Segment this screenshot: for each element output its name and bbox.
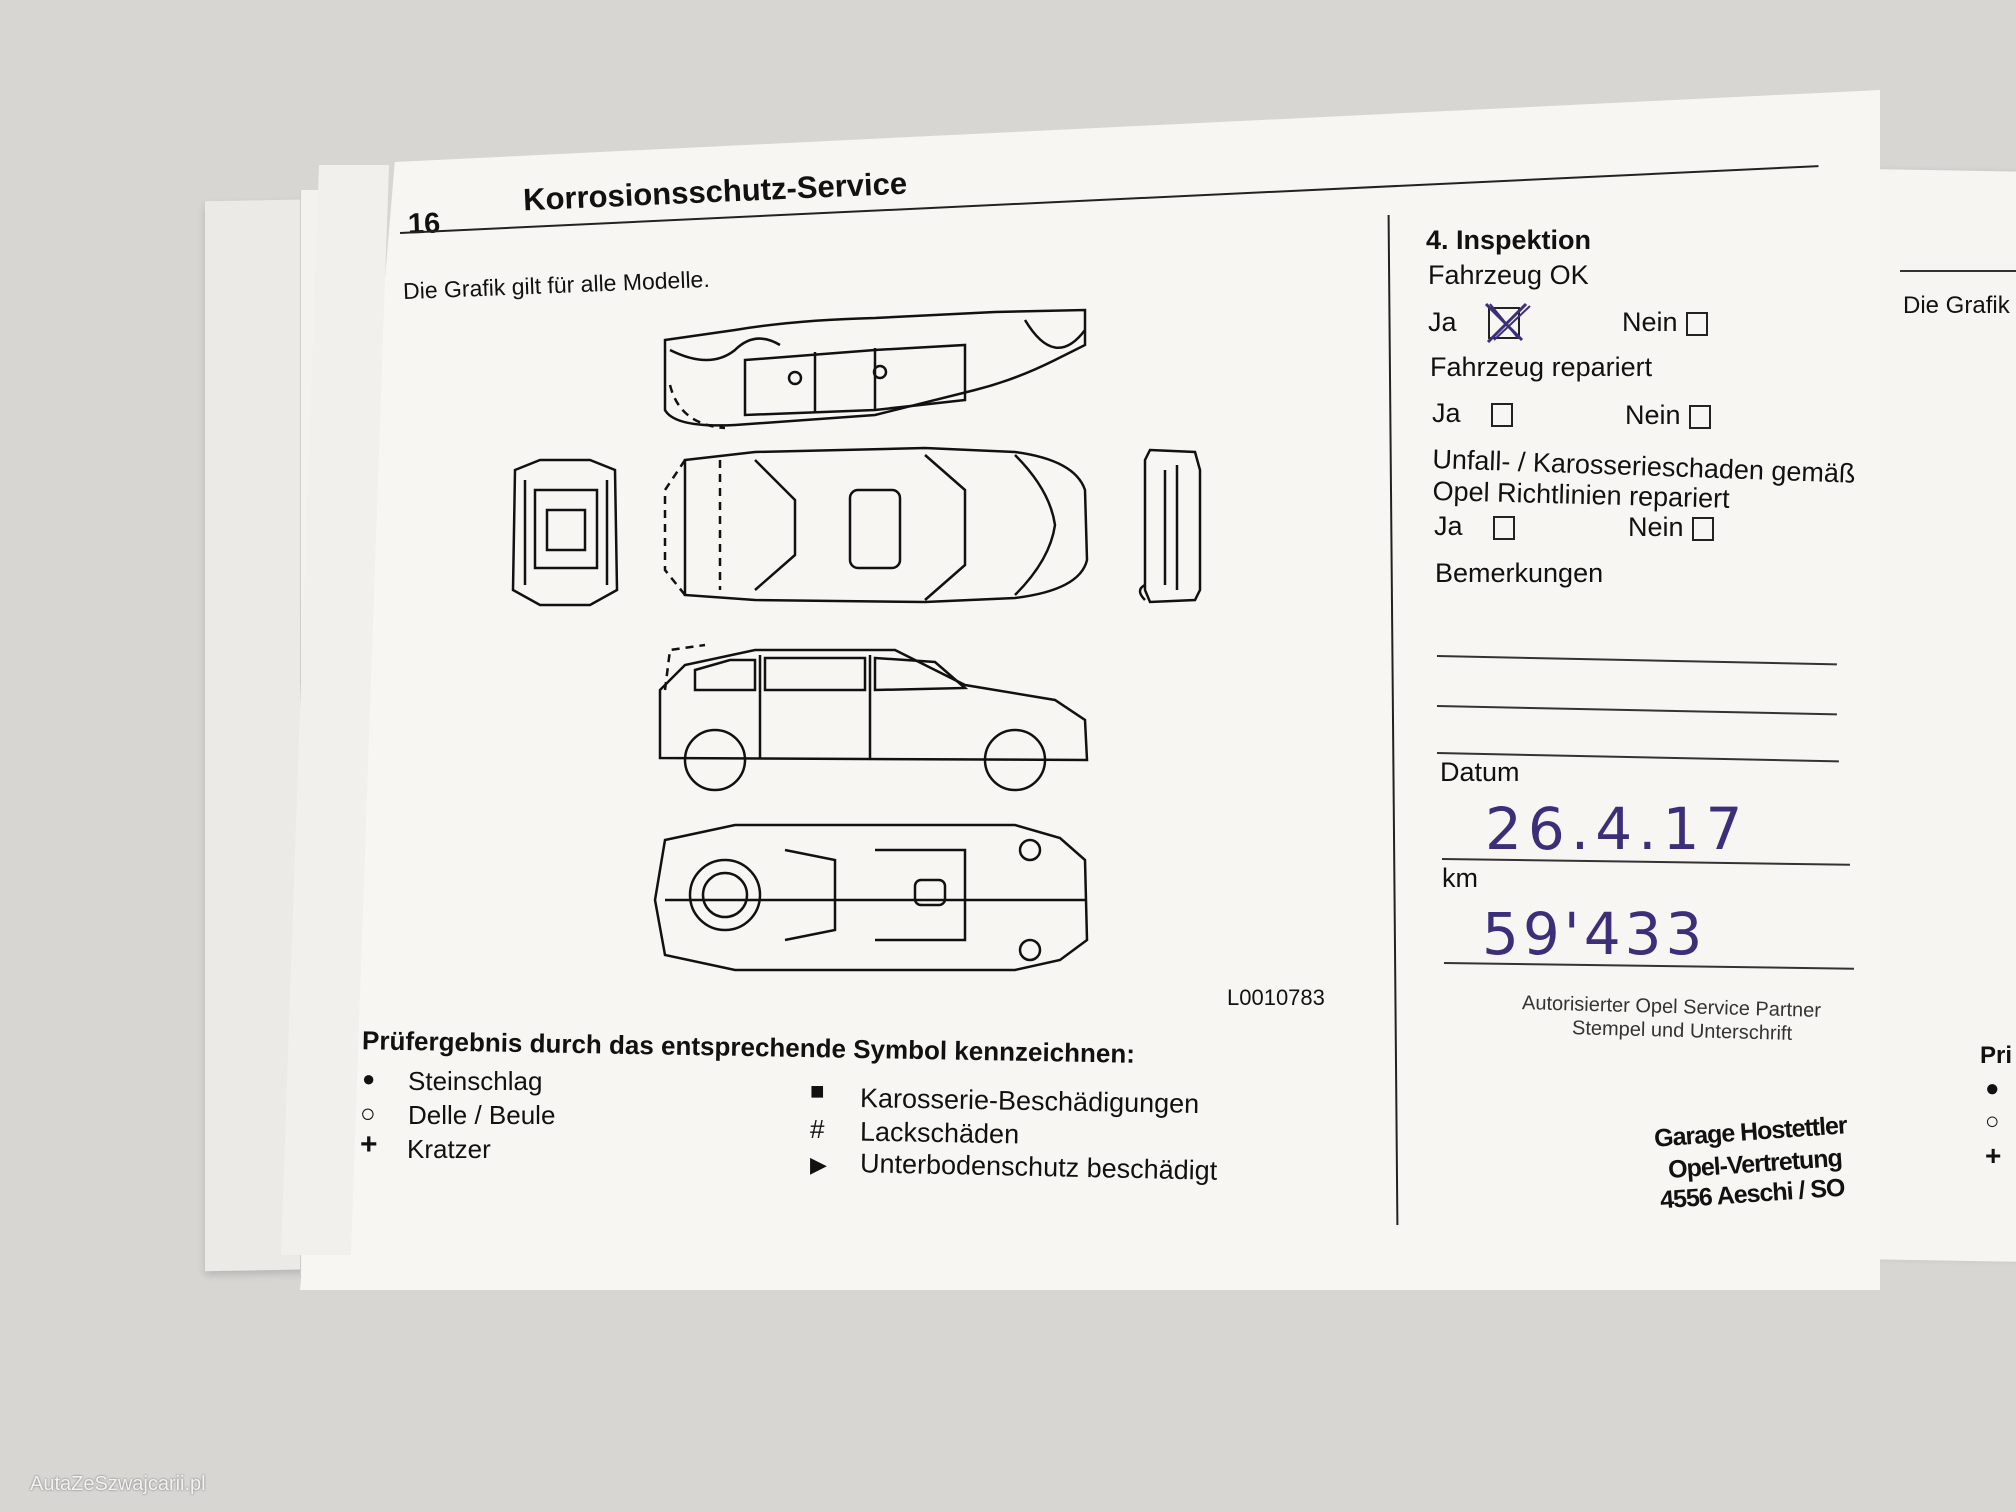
vehicle-ok-yes-label: Ja: [1428, 307, 1457, 337]
km-value[interactable]: 59'433: [1482, 900, 1707, 968]
vehicle-ok-yes-check-mark: [1484, 302, 1531, 344]
car-profile-view: [658, 643, 1089, 792]
date-value[interactable]: 26.4.17: [1485, 795, 1749, 863]
legend-symbol-karosserie: ■: [810, 1078, 825, 1105]
legend-symbol-steinschlag: ●: [362, 1066, 376, 1091]
vehicle-ok-label: Fahrzeug OK: [1428, 260, 1589, 290]
right-page-rule: [1900, 270, 2016, 272]
legend-symbol-kratzer: +: [360, 1128, 378, 1161]
car-rear-view: [1138, 448, 1202, 604]
vehicle-ok-no-checkbox[interactable]: [1685, 311, 1708, 336]
vehicle-repaired-label: Fahrzeug repariert: [1430, 352, 1653, 382]
legend-label-delle: Delle / Beule: [408, 1100, 556, 1130]
car-damage-diagram: [511, 308, 1202, 972]
vehicle-repaired-yes-checkbox[interactable]: [1490, 402, 1513, 427]
inspection-heading: 4. Inspektion: [1426, 225, 1592, 255]
legend-symbol-delle: ○: [360, 1098, 376, 1128]
vehicle-repaired-no-checkbox[interactable]: [1688, 404, 1711, 429]
vehicle-repaired-yes-label: Ja: [1432, 398, 1513, 429]
vehicle-repaired-no-label: Nein: [1625, 400, 1711, 431]
km-label: km: [1442, 863, 1478, 893]
legend-label-lack: Lackschäden: [859, 1116, 1020, 1150]
right-page-note: Die Grafik: [1903, 292, 2010, 319]
right-page-symbol-dot: ●: [1985, 1075, 2000, 1102]
car-underbody-view: [653, 823, 1089, 972]
accident-no-checkbox[interactable]: [1691, 516, 1714, 541]
right-page-heading: Pri: [1980, 1042, 2013, 1069]
remarks-label: Bemerkungen: [1435, 558, 1604, 588]
car-top-view-upper: [663, 308, 1087, 430]
car-side-view-top: [663, 446, 1089, 604]
accident-yes-label: Ja: [1434, 511, 1515, 542]
legend-label-steinschlag: Steinschlag: [408, 1066, 543, 1096]
legend-symbol-lack: #: [810, 1114, 825, 1144]
accident-no-label: Nein: [1628, 512, 1714, 543]
date-label: Datum: [1440, 757, 1520, 787]
vehicle-ok-yes-checkbox[interactable]: [1488, 307, 1520, 339]
legend-label-karosserie: Karosserie-Beschädigungen: [859, 1083, 1200, 1119]
vehicle-ok-no-label: Nein: [1622, 307, 1708, 338]
right-page-symbol-plus: +: [1985, 1140, 2002, 1171]
accident-yes-checkbox[interactable]: [1492, 515, 1515, 540]
legend-symbol-unterboden: ▶: [810, 1152, 827, 1177]
page-number: 16: [407, 207, 441, 241]
car-front-view: [511, 458, 619, 607]
right-page-symbol-circle: ○: [1985, 1108, 2000, 1135]
diagram-code: L0010783: [1227, 985, 1325, 1010]
main-page: [300, 90, 1880, 1290]
watermark: AutaZeSzwajcarii.pl: [30, 1473, 206, 1495]
legend-label-kratzer: Kratzer: [407, 1134, 491, 1164]
